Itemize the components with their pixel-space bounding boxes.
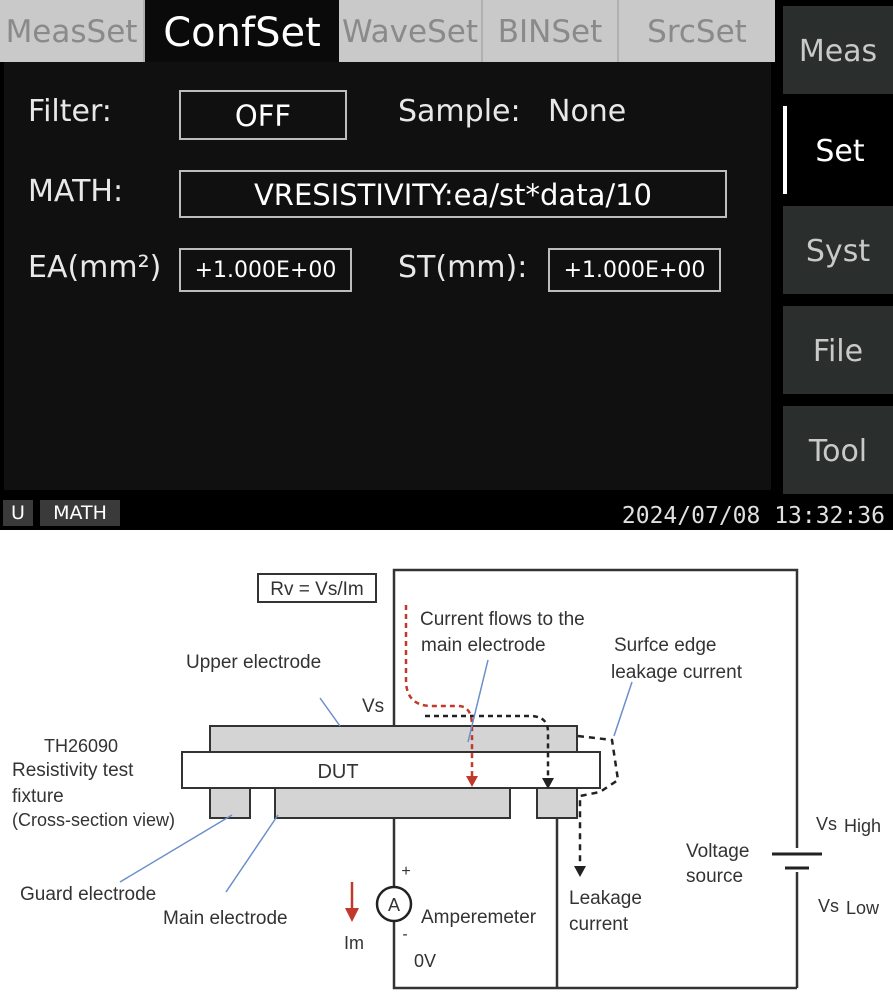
callout-lines <box>119 659 633 893</box>
label-voltage-source-1: Voltage <box>686 841 749 862</box>
resistivity-diagram: Rv = Vs/Im A + - Current flows to the ma… <box>12 568 881 990</box>
side-button-file[interactable]: File <box>783 306 893 394</box>
dut-slab <box>181 751 601 789</box>
tab-bar: MeasSet ConfSet WaveSet BINSet SrcSet <box>0 0 775 62</box>
filter-field[interactable]: OFF <box>179 90 347 140</box>
label-fixture-line2: Resistivity test <box>12 760 134 781</box>
label-fixture-model: TH26090 <box>44 736 118 756</box>
top-wire <box>392 568 799 848</box>
label-current-main-1: Current flows to the <box>420 609 585 630</box>
ammeter-wire-bottom <box>392 921 797 990</box>
label-vs-high-1: Vs <box>816 814 837 834</box>
ammeter-minus: - <box>402 926 407 943</box>
leak-inner-arrowhead <box>542 778 554 789</box>
im-arrowhead <box>345 908 359 922</box>
tab-waveset[interactable]: WaveSet <box>339 0 483 62</box>
label-im: Im <box>344 933 364 953</box>
label-fixture-line3: fixture <box>12 786 64 807</box>
math-field[interactable]: VRESISTIVITY:ea/st*data/10 <box>179 170 727 218</box>
status-bar <box>0 497 893 530</box>
instrument-screen: MeasSet ConfSet WaveSet BINSet SrcSet Fi… <box>0 0 893 530</box>
callout-upper-electrode <box>319 697 341 727</box>
st-field[interactable]: +1.000E+00 <box>548 248 721 292</box>
formula-text: Rv = Vs/Im <box>270 579 363 600</box>
ea-field[interactable]: +1.000E+00 <box>179 248 352 292</box>
label-voltage-source-2: source <box>686 866 743 887</box>
leak-path-inner <box>425 714 550 782</box>
label-dut: DUT <box>317 761 358 783</box>
callout-surface-leak <box>613 681 633 737</box>
st-label: ST(mm): <box>398 250 528 285</box>
tab-confset[interactable]: ConfSet <box>145 0 339 62</box>
callout-main-electrode <box>225 814 279 893</box>
formula-box <box>257 573 377 603</box>
label-vs-low-1: Vs <box>818 896 839 916</box>
label-leakage-current-1: Leakage <box>569 888 642 909</box>
label-surface-leak-1: Surfce edge <box>614 635 716 656</box>
upper-electrode <box>209 725 578 753</box>
circuit-wires <box>392 568 799 990</box>
label-vs-low-2: Low <box>846 898 880 918</box>
sample-value: None <box>548 94 627 129</box>
side-button-syst[interactable]: Syst <box>783 206 893 294</box>
ea-label: EA(mm²) <box>28 250 162 285</box>
label-vs: Vs <box>362 696 384 717</box>
label-amperemeter: Amperemeter <box>421 907 537 928</box>
main-electrode <box>274 787 511 819</box>
ammeter-circle <box>375 885 413 923</box>
status-datetime: 2024/07/08 13:32:36 <box>621 503 885 529</box>
config-panel: Filter: OFF Sample: None MATH: VRESISTIV… <box>4 62 771 490</box>
filter-label: Filter: <box>28 94 112 129</box>
ammeter-symbol: A <box>388 895 400 915</box>
callout-guard-electrode <box>119 814 233 883</box>
label-surface-leak-2: leakage current <box>611 662 743 683</box>
callout-current-main <box>467 659 489 743</box>
guard-electrode-left <box>209 787 251 819</box>
current-path-main <box>404 605 474 780</box>
leak-edge-arrowhead <box>574 866 586 877</box>
current-main-arrowhead <box>466 776 478 787</box>
side-button-set[interactable]: Set <box>783 106 893 194</box>
label-main-electrode: Main electrode <box>163 908 288 929</box>
tab-srcset[interactable]: SrcSet <box>647 14 747 50</box>
label-leakage-current-2: current <box>569 914 629 935</box>
label-guard-electrode: Guard electrode <box>20 884 156 905</box>
ammeter-plus: + <box>401 863 410 880</box>
side-button-tool[interactable]: Tool <box>783 406 893 494</box>
side-button-meas[interactable]: Meas <box>783 6 893 94</box>
label-current-main-2: main electrode <box>421 635 546 656</box>
label-vs-high-2: High <box>844 816 881 836</box>
sample-label: Sample: <box>398 94 521 129</box>
status-badge-math: MATH <box>40 500 120 526</box>
voltage-source-symbol <box>772 852 822 870</box>
label-zero-v: 0V <box>414 951 436 971</box>
label-upper-electrode: Upper electrode <box>186 652 321 673</box>
label-fixture-line4: (Cross-section view) <box>12 810 175 830</box>
guard-electrode-right <box>536 787 578 819</box>
tab-measset[interactable]: MeasSet <box>0 0 145 62</box>
tab-binset[interactable]: BINSet <box>483 0 619 62</box>
math-label: MATH: <box>28 174 124 209</box>
status-badge-u: U <box>3 500 33 526</box>
